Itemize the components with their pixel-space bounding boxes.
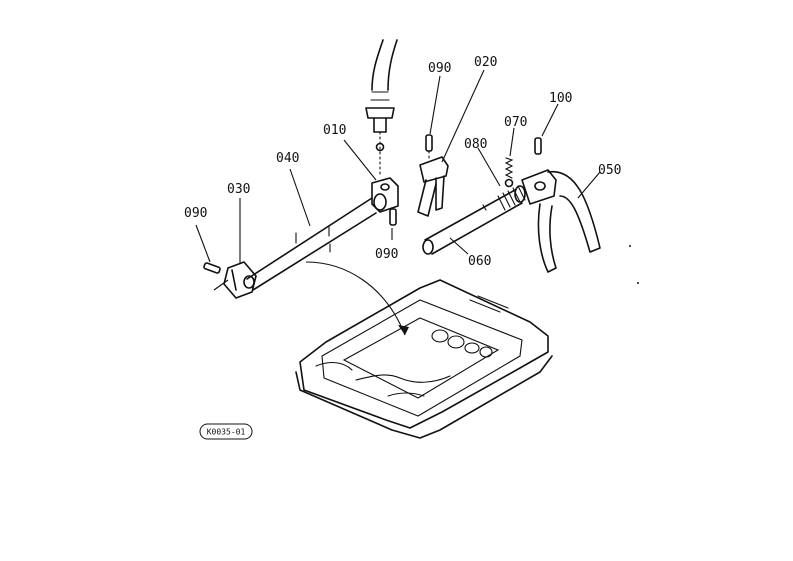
label-090-left: 090 [184, 206, 207, 221]
label-050: 050 [598, 163, 621, 178]
transmission-case [295, 279, 553, 439]
leader-lines [195, 69, 601, 291]
part-100-pin [534, 137, 542, 155]
label-060: 060 [468, 254, 491, 269]
assembly-arrow [305, 261, 409, 336]
figure-code: K0035-01 [207, 428, 246, 437]
part-070-spring [504, 157, 514, 188]
part-020-lever [417, 156, 449, 217]
label-090-mid: 090 [375, 247, 398, 262]
label-090-top: 090 [428, 61, 451, 76]
part-010-joint [371, 177, 399, 213]
figure-code-badge: K0035-01 [199, 423, 253, 440]
reference-marks [629, 245, 639, 284]
label-080: 080 [464, 137, 487, 152]
control-cable [365, 39, 398, 176]
part-060-shaft [422, 185, 526, 255]
label-070: 070 [504, 115, 527, 130]
part-050-fork [521, 169, 601, 273]
label-040: 040 [276, 151, 299, 166]
part-030-end-block [223, 261, 257, 299]
label-100: 100 [549, 91, 572, 106]
label-030: 030 [227, 182, 250, 197]
label-010: 010 [323, 123, 346, 138]
label-020: 020 [474, 55, 497, 70]
part-090-mid-pin [389, 208, 397, 226]
part-090-top-pin [425, 134, 433, 161]
part-040-shaft [246, 197, 377, 291]
part-090-left-pin [203, 262, 221, 274]
